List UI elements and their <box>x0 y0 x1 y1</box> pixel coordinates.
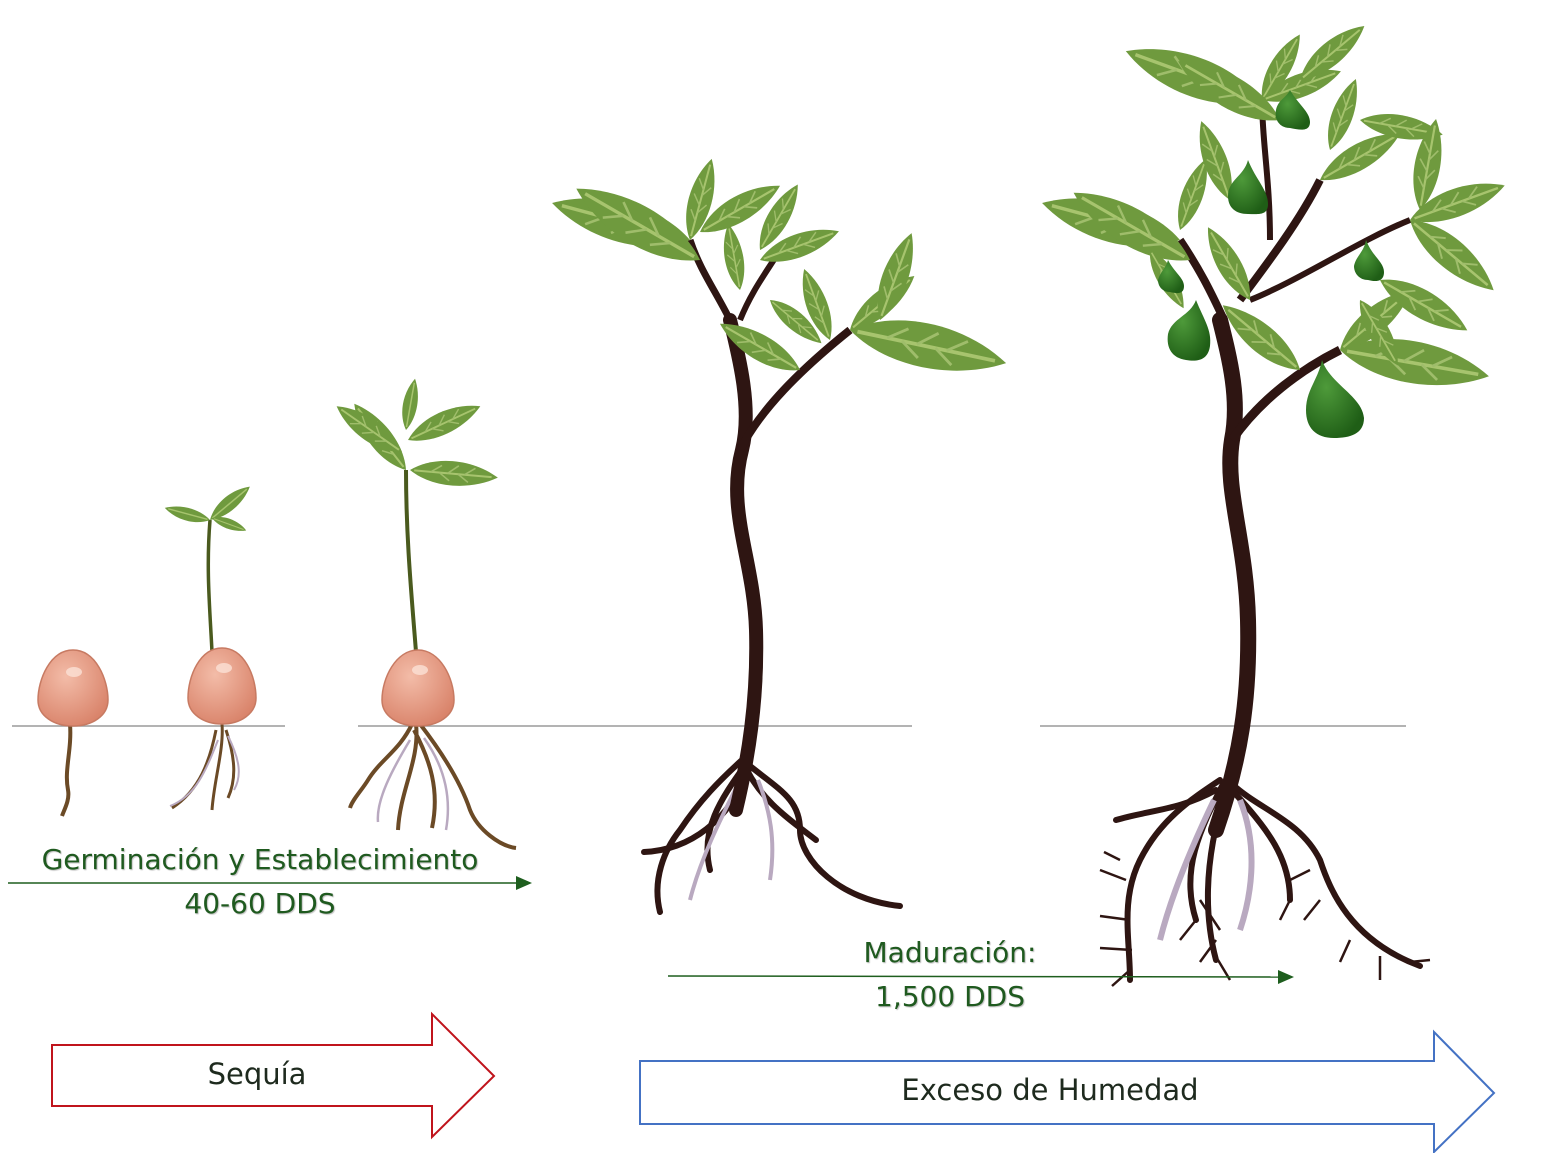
excess-moisture-label: Exceso de Humedad <box>901 1073 1199 1107</box>
excess-moisture-arrow <box>639 1029 1496 1153</box>
mature-tree-stage-5 <box>1035 15 1511 987</box>
seedling-stage-3 <box>329 376 517 850</box>
germination-stage-title: Germinación y Establecimiento <box>41 843 479 876</box>
germination-stage-duration: 40-60 DDS <box>184 887 336 920</box>
seed-stage-1 <box>37 649 109 817</box>
seedling-stage-2 <box>162 480 257 811</box>
germination-timeline-arrow <box>8 876 532 890</box>
maturation-timeline-arrow <box>667 970 1294 984</box>
maturation-stage-duration: 1,500 DDS <box>875 980 1025 1013</box>
maturation-stage-title: Maduración: <box>863 936 1037 969</box>
young-tree-stage-4 <box>545 154 1013 915</box>
drought-label: Sequía <box>207 1057 307 1091</box>
avocado-fruits <box>1158 90 1384 438</box>
drought-arrow <box>51 1011 496 1140</box>
